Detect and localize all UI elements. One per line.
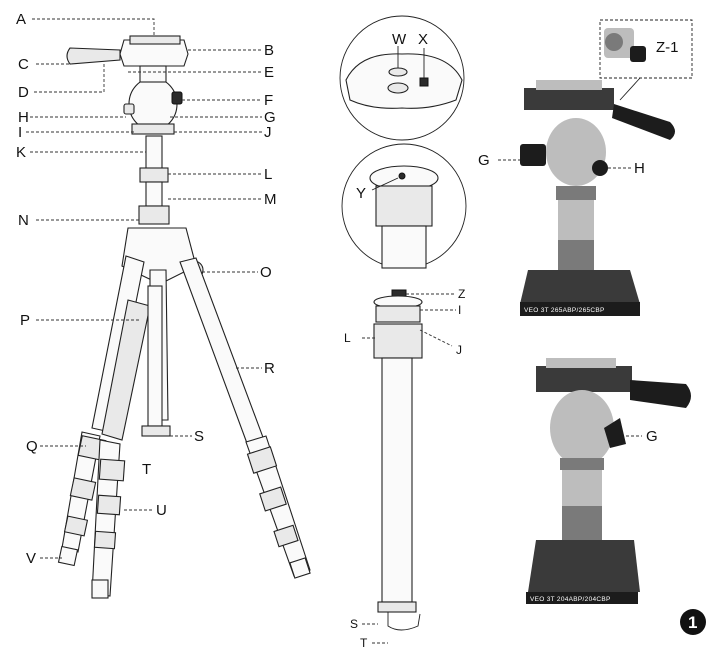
center-column-detail xyxy=(373,289,423,631)
plate-top xyxy=(129,35,181,45)
label-f: F xyxy=(264,92,273,109)
head-base xyxy=(131,123,175,135)
left-leader-lines xyxy=(26,18,262,559)
label-n: N xyxy=(18,212,29,229)
figure-number: 1 xyxy=(688,613,697,632)
pan-handle xyxy=(66,47,121,65)
label-r: R xyxy=(264,360,275,377)
ball-head xyxy=(128,77,178,131)
label-l-detail: L xyxy=(344,331,351,345)
twist-lock-u xyxy=(98,458,126,482)
label-s-detail: S xyxy=(350,617,358,631)
tripod-drawing xyxy=(57,35,311,599)
label-l: L xyxy=(264,166,272,183)
right-top-leader-lines xyxy=(498,159,632,169)
label-q: Q xyxy=(26,438,38,455)
photo-top xyxy=(520,19,693,316)
label-t-detail: T xyxy=(360,636,368,650)
label-c: C xyxy=(18,56,29,73)
photo-bottom xyxy=(526,358,691,604)
caption-bottom: VEO 3T 204ABP/204CBP xyxy=(530,596,611,603)
collar-l xyxy=(139,167,169,183)
label-m: M xyxy=(264,191,277,208)
label-u: U xyxy=(156,502,167,519)
detail-circle-top xyxy=(339,15,465,141)
foot-right xyxy=(289,557,311,579)
label-h-photo-top: H xyxy=(634,160,645,177)
foot-v xyxy=(57,545,79,567)
label-y: Y xyxy=(356,185,366,202)
label-b: B xyxy=(264,42,274,59)
label-p: P xyxy=(20,312,30,329)
label-w: W xyxy=(392,31,407,48)
label-z: Z xyxy=(458,287,465,301)
label-o: O xyxy=(260,264,272,281)
label-s: S xyxy=(194,428,204,445)
center-column-lower xyxy=(147,285,163,427)
twist-lock-q3 xyxy=(63,515,89,537)
figure-badge xyxy=(680,609,706,635)
foam-grip xyxy=(101,299,151,441)
label-e: E xyxy=(264,64,274,81)
label-g: G xyxy=(264,109,276,126)
label-t: T xyxy=(142,461,151,478)
twist-lock-q2 xyxy=(69,477,97,501)
detail-circle-bottom xyxy=(341,143,467,269)
label-i-detail: I xyxy=(458,303,461,317)
twist-lock-u3 xyxy=(93,530,117,550)
label-g-photo-top: G xyxy=(478,152,490,169)
twist-lock-u2 xyxy=(96,494,122,516)
caption-top: VEO 3T 265ABP/265CBP xyxy=(524,307,605,314)
head-neck xyxy=(139,65,167,83)
knob-f xyxy=(171,91,183,105)
foot-mid xyxy=(91,579,109,599)
collar-m xyxy=(138,205,170,225)
label-d: D xyxy=(18,84,29,101)
label-k: K xyxy=(16,144,26,161)
label-v: V xyxy=(26,550,36,567)
label-z1: Z-1 xyxy=(656,39,679,56)
middle-leader-lines xyxy=(362,293,456,644)
hook-s xyxy=(141,425,171,437)
center-column-mid xyxy=(145,181,163,207)
twist-lock-r3 xyxy=(273,524,299,548)
leg-right xyxy=(179,257,265,447)
label-i: I xyxy=(18,124,22,141)
label-g-photo-bottom: G xyxy=(646,428,658,445)
label-j: J xyxy=(264,124,272,141)
label-h: H xyxy=(18,109,29,126)
label-j-detail: J xyxy=(456,343,462,357)
knob-h xyxy=(123,103,135,115)
left-labels: A B C E D F H G I J K L M N O P R S Q T … xyxy=(16,11,277,567)
twist-lock-r2 xyxy=(259,486,287,512)
label-a: A xyxy=(16,11,26,28)
label-x: X xyxy=(418,31,428,48)
twist-lock-r xyxy=(246,446,278,474)
